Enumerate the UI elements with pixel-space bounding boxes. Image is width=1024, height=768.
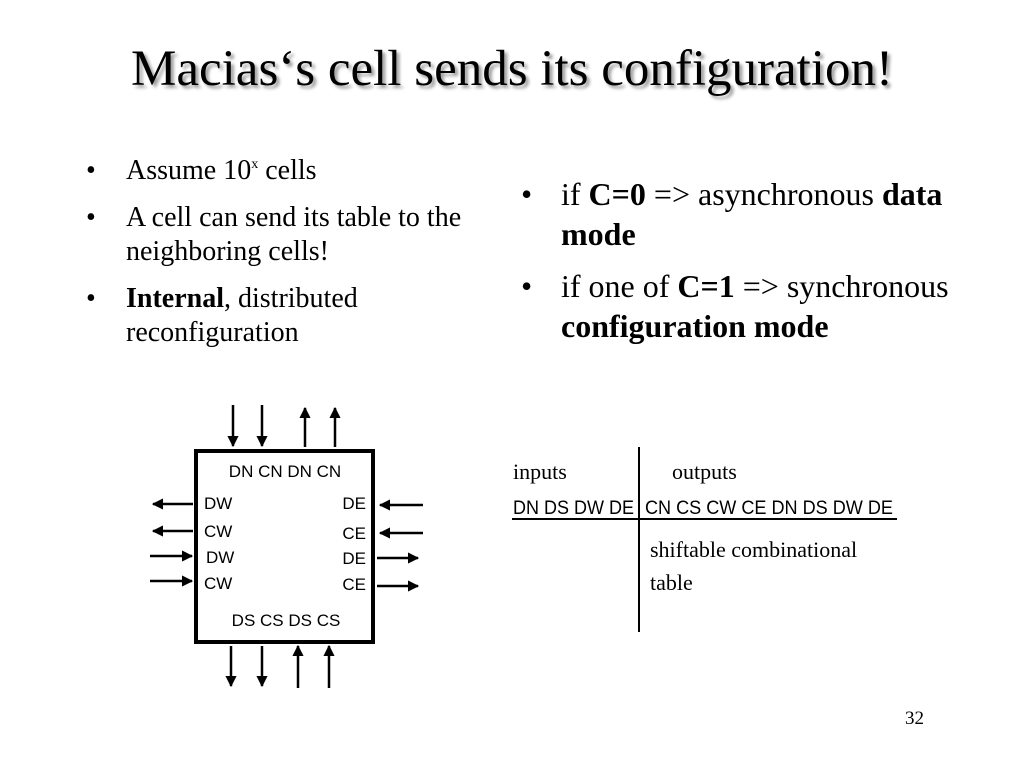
cell-labels: DN CN DN CN DS CS DS CS DW CW DW CW DE C… (204, 462, 366, 630)
table-body-line1: shiftable combinational (650, 537, 857, 562)
config-table-text: inputs outputs DN DS DW DE CN CS CW CE D… (513, 459, 893, 595)
left-bullet-list: Assume 10x cells A cell can send its tab… (86, 154, 506, 363)
table-outputs-signals: CN CS CW CE DN DS DW DE (645, 498, 893, 519)
bullet-c0: if C=0 => asynchronous data mode (521, 174, 1001, 254)
cell-box (194, 449, 375, 644)
bullet-assume-cells: Assume 10x cells (86, 154, 506, 188)
table-outputs-label: outputs (672, 459, 737, 484)
page-number: 32 (905, 708, 924, 729)
bullet-send-table: A cell can send its table to the neighbo… (86, 201, 506, 269)
bullet-internal: Internal, distributed reconfiguration (86, 282, 506, 350)
cell-left-label-3: DW (206, 548, 234, 567)
config-table (512, 447, 897, 632)
cell-left-label-1: DW (204, 494, 232, 513)
cell-right-label-4: CE (342, 575, 366, 594)
cell-top-label: DN CN DN CN (229, 462, 341, 481)
cell-right-label-2: CE (342, 524, 366, 543)
cell-bottom-label: DS CS DS CS (232, 611, 341, 630)
table-body-line2: table (650, 570, 693, 595)
cell-right-label-1: DE (342, 494, 366, 513)
slide-title: Macias‘s cell sends its configuration! (131, 41, 893, 97)
cell-right-label-3: DE (342, 549, 366, 568)
cell-left-label-4: CW (204, 574, 232, 593)
table-inputs-signals: DN DS DW DE (513, 498, 634, 519)
cell-arrows (150, 405, 423, 688)
table-inputs-label: inputs (513, 459, 567, 484)
right-bullet-list: if C=0 => asynchronous data mode if one … (521, 174, 1001, 358)
cell-left-label-2: CW (204, 522, 232, 541)
bullet-c1: if one of C=1 => synchronous configurati… (521, 266, 1001, 346)
